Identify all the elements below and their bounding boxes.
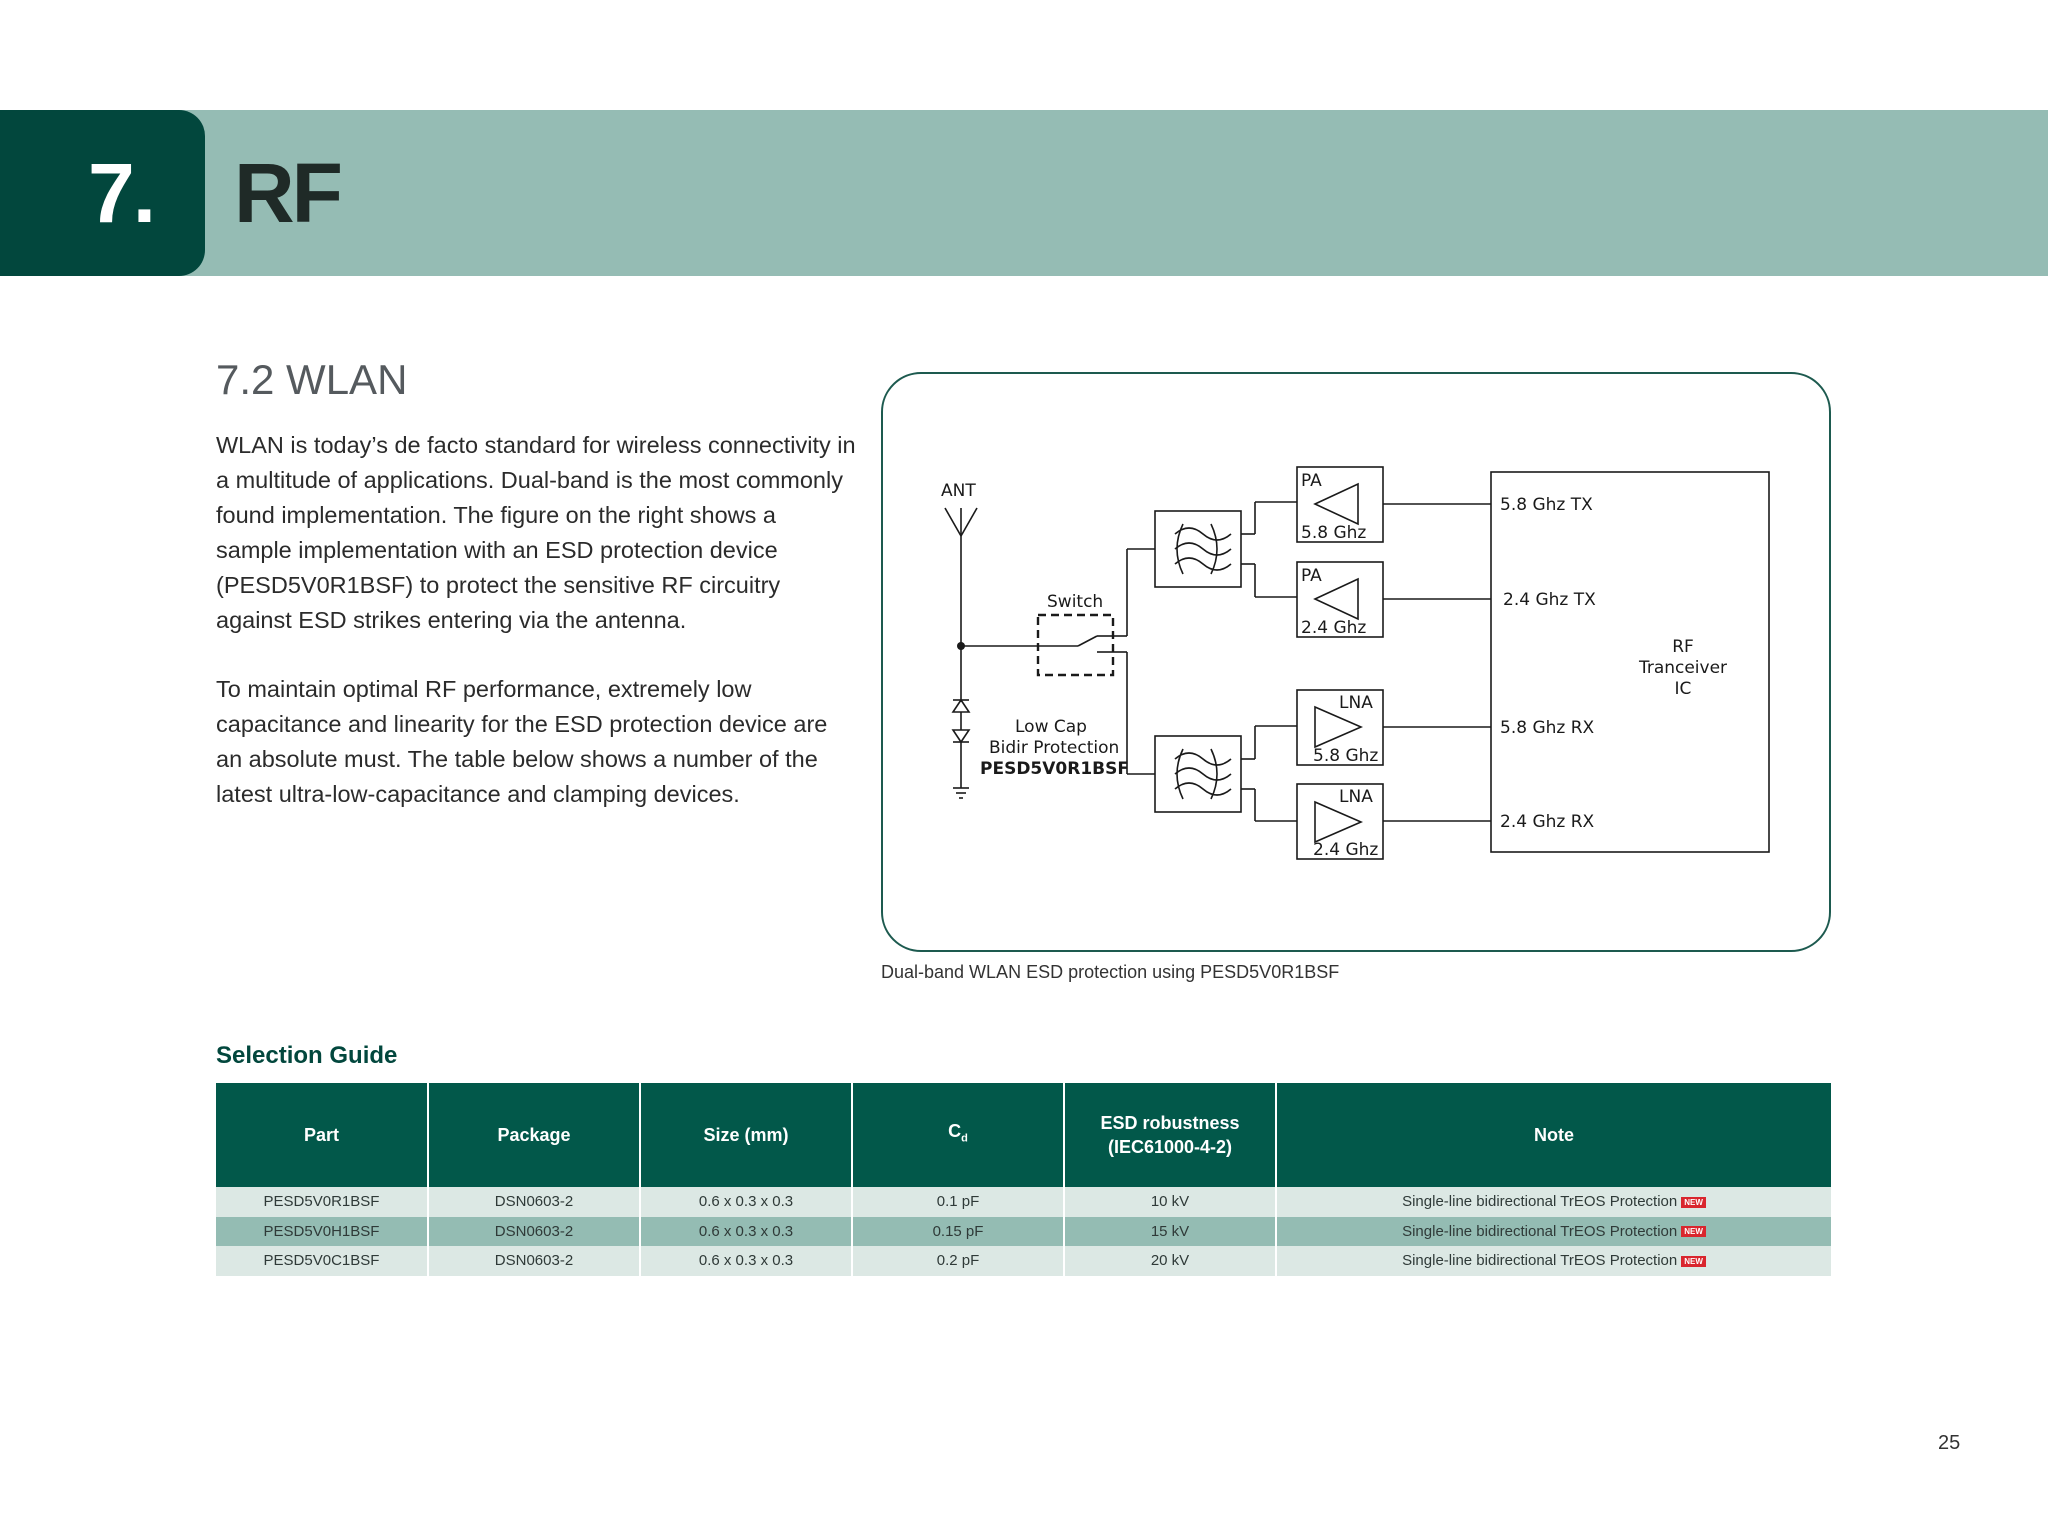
lna-58-label: LNA bbox=[1339, 693, 1373, 713]
page-number: 25 bbox=[1938, 1432, 1961, 1454]
header-note: Note bbox=[1276, 1083, 1831, 1187]
rf-transceiver-box bbox=[1490, 471, 1770, 853]
pa-24-freq: 2.4 Ghz bbox=[1301, 618, 1366, 638]
protection-label-1: Low Cap bbox=[1015, 717, 1087, 737]
cell-capacitance: 0.1 pF bbox=[852, 1187, 1065, 1217]
filter-top-icon bbox=[1174, 523, 1232, 575]
cell-note: Single-line bidirectional TrEOS Protecti… bbox=[1276, 1187, 1831, 1217]
cell-size: 0.6 x 0.3 x 0.3 bbox=[640, 1246, 853, 1276]
switch-box bbox=[1036, 613, 1115, 677]
cell-esd: 20 kV bbox=[1064, 1246, 1277, 1276]
header-part: Part bbox=[216, 1083, 429, 1187]
lna-58-freq: 5.8 Ghz bbox=[1313, 746, 1378, 766]
pa-58-freq: 5.8 Ghz bbox=[1301, 523, 1366, 543]
ic-label-3: IC bbox=[1675, 679, 1692, 699]
section-heading: 7.2 WLAN bbox=[216, 356, 408, 403]
filter-top bbox=[1154, 510, 1242, 588]
table-row: PESD5V0C1BSF DSN0603-2 0.6 x 0.3 x 0.3 0… bbox=[216, 1246, 1831, 1276]
protection-label-2: Bidir Protection bbox=[989, 738, 1119, 758]
figure-caption: Dual-band WLAN ESD protection using PESD… bbox=[881, 962, 1340, 982]
note-text: Single-line bidirectional TrEOS Protecti… bbox=[1402, 1252, 1678, 1270]
pa-24-icon bbox=[1313, 577, 1359, 621]
table-row: PESD5V0H1BSF DSN0603-2 0.6 x 0.3 x 0.3 0… bbox=[216, 1216, 1831, 1246]
ic-label-1: RF bbox=[1672, 637, 1694, 657]
cell-part: PESD5V0H1BSF bbox=[216, 1216, 429, 1246]
pa-58-label: PA bbox=[1301, 471, 1322, 491]
table-header-row: Part Package Size (mm) Cd ESD robustness… bbox=[216, 1083, 1831, 1187]
ic-label-2: Tranceiver bbox=[1638, 658, 1727, 678]
cell-size: 0.6 x 0.3 x 0.3 bbox=[640, 1216, 853, 1246]
cell-capacitance: 0.2 pF bbox=[852, 1246, 1065, 1276]
cell-capacitance: 0.15 pF bbox=[852, 1216, 1065, 1246]
lna-24-label: LNA bbox=[1339, 787, 1373, 807]
cell-part: PESD5V0R1BSF bbox=[216, 1187, 429, 1217]
lna-24-freq: 2.4 Ghz bbox=[1313, 840, 1378, 860]
cell-package: DSN0603-2 bbox=[428, 1246, 641, 1276]
header-cd-main: C bbox=[948, 1121, 962, 1142]
antenna-label: ANT bbox=[941, 481, 976, 501]
wlan-block-diagram: ANT Switch Low Cap Bidir Protection PESD… bbox=[881, 372, 1831, 952]
cell-esd: 15 kV bbox=[1064, 1216, 1277, 1246]
cell-part: PESD5V0C1BSF bbox=[216, 1246, 429, 1276]
header-capacitance: Cd bbox=[852, 1083, 1065, 1187]
new-badge: NEW bbox=[1681, 1226, 1706, 1238]
ground-icon bbox=[953, 787, 969, 799]
tx-24-label: 2.4 Ghz TX bbox=[1503, 590, 1596, 610]
switch-label: Switch bbox=[1047, 592, 1103, 612]
chapter-title: RF bbox=[234, 146, 343, 240]
pa-58-icon bbox=[1313, 482, 1359, 526]
protection-part-label: PESD5V0R1BSF bbox=[980, 759, 1129, 779]
intro-paragraph: WLAN is today’s de facto standard for wi… bbox=[216, 432, 856, 633]
header-esd-line1: ESD robustness bbox=[1100, 1113, 1240, 1133]
header-esd: ESD robustness (IEC61000-4-2) bbox=[1064, 1083, 1277, 1187]
new-badge: NEW bbox=[1681, 1255, 1706, 1267]
new-badge: NEW bbox=[1681, 1196, 1706, 1208]
cell-esd: 10 kV bbox=[1064, 1187, 1277, 1217]
cell-size: 0.6 x 0.3 x 0.3 bbox=[640, 1187, 853, 1217]
switch-lever bbox=[1077, 635, 1098, 647]
table-row: PESD5V0R1BSF DSN0603-2 0.6 x 0.3 x 0.3 0… bbox=[216, 1187, 1831, 1217]
pa-24-label: PA bbox=[1301, 566, 1322, 586]
antenna-icon bbox=[944, 507, 978, 537]
filter-bottom-icon bbox=[1174, 748, 1232, 800]
selection-guide-title: Selection Guide bbox=[216, 1042, 398, 1069]
note-text: Single-line bidirectional TrEOS Protecti… bbox=[1402, 1222, 1678, 1240]
tx-58-label: 5.8 Ghz TX bbox=[1500, 495, 1593, 515]
lna-24-icon bbox=[1314, 800, 1364, 844]
header-esd-line2: (IEC61000-4-2) bbox=[1107, 1137, 1233, 1157]
header-cd-sub: d bbox=[961, 1132, 968, 1145]
rx-58-label: 5.8 Ghz RX bbox=[1500, 718, 1595, 738]
chapter-number: 7. bbox=[88, 146, 156, 240]
rx-24-label: 2.4 Ghz RX bbox=[1500, 812, 1595, 832]
lna-58-icon bbox=[1314, 705, 1364, 749]
junction-dot bbox=[957, 642, 965, 650]
cell-note: Single-line bidirectional TrEOS Protecti… bbox=[1276, 1246, 1831, 1276]
selection-guide-table: Part Package Size (mm) Cd ESD robustness… bbox=[216, 1083, 1831, 1276]
chapter-number-box: 7. bbox=[0, 110, 205, 276]
header-package: Package bbox=[428, 1083, 641, 1187]
header-size: Size (mm) bbox=[640, 1083, 853, 1187]
cell-package: DSN0603-2 bbox=[428, 1187, 641, 1217]
filter-bottom bbox=[1154, 735, 1242, 813]
note-text: Single-line bidirectional TrEOS Protecti… bbox=[1402, 1193, 1678, 1211]
tvs-diode-icon bbox=[951, 698, 971, 788]
cell-note: Single-line bidirectional TrEOS Protecti… bbox=[1276, 1216, 1831, 1246]
cell-package: DSN0603-2 bbox=[428, 1216, 641, 1246]
block-diagram-svg: ANT Switch Low Cap Bidir Protection PESD… bbox=[941, 466, 1770, 860]
chapter-header-band bbox=[0, 110, 2048, 276]
performance-paragraph: To maintain optimal RF performance, extr… bbox=[216, 676, 828, 807]
